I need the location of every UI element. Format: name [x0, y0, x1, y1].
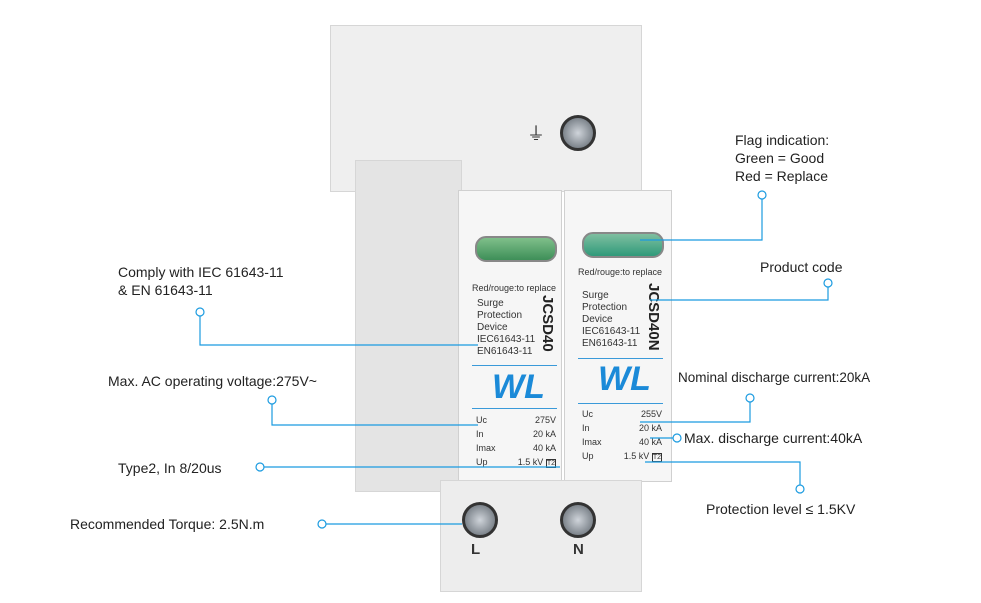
replace-text-right: Red/rouge:to replace [578, 267, 663, 277]
leader-dot [267, 395, 277, 405]
terminal-label-l: L [471, 541, 481, 558]
in-label: In [582, 423, 590, 433]
imax-label: Imax [582, 437, 602, 447]
leader-max-ac [271, 404, 478, 426]
leader-comply [199, 316, 478, 346]
in-label: In [476, 429, 484, 439]
product-code-note: Product code [760, 259, 843, 275]
leader-dot [795, 484, 805, 494]
flag-line: Green = Good [735, 150, 825, 166]
max-ac-note: Max. AC operating voltage:275V~ [108, 373, 317, 389]
comply-line: & EN 61643-11 [118, 282, 213, 298]
logo-left: WL [492, 368, 545, 406]
uc-value: 255V [640, 409, 662, 419]
flag-window-left [475, 236, 557, 262]
uc-value: 275V [534, 415, 556, 425]
comply-line: Comply with IEC 61643-11 [118, 264, 284, 280]
logo-right: WL [598, 360, 651, 398]
type-badge: T2 [651, 453, 662, 462]
replace-text-left: Red/rouge:to replace [472, 283, 557, 293]
leader-dot [757, 190, 767, 200]
device-side [355, 160, 462, 492]
uc-label: Uc [476, 415, 487, 425]
type-badge: T2 [545, 459, 556, 468]
protection-note: Protection level ≤ 1.5KV [706, 501, 856, 517]
divider [472, 365, 557, 366]
desc-line: Device [582, 314, 613, 325]
flag-line: Red = Replace [735, 168, 829, 184]
leader-protection [645, 461, 801, 485]
leader-flag [640, 199, 763, 241]
leader-product-code [650, 287, 829, 301]
nominal-note: Nominal discharge current:20kA [678, 370, 871, 385]
up-value: 1.5 kV [623, 451, 650, 461]
max-discharge-note: Max. discharge current:40kA [684, 430, 863, 446]
flag-window-right [582, 232, 664, 258]
leader-dot [317, 519, 327, 529]
desc-line: Surge [477, 298, 504, 309]
imax-value: 40 kA [638, 437, 662, 447]
desc-line: EN61643-11 [582, 338, 638, 349]
imax-value: 40 kA [532, 443, 556, 453]
divider [578, 403, 663, 404]
ratings-right: Uc 255V In 20 kA Imax 40 kA Up 1.5 kV T2 [582, 407, 662, 465]
desc-line: Protection [582, 302, 628, 313]
divider [578, 358, 663, 359]
screw-left[interactable] [462, 502, 498, 538]
desc-left: Surge Protection Device IEC61643-11 EN61… [477, 298, 535, 358]
in-value: 20 kA [638, 423, 662, 433]
imax-label: Imax [476, 443, 496, 453]
flag-line: Flag indication: [735, 132, 830, 148]
terminal-label-n: N [573, 541, 584, 558]
leader-dot [195, 307, 205, 317]
ratings-left: Uc 275V In 20 kA Imax 40 kA Up 1.5 kV T2 [476, 413, 556, 471]
comply-note: Comply with IEC 61643-11 & EN 61643-11 [118, 263, 283, 299]
screw-top[interactable] [560, 115, 596, 151]
screw-right[interactable] [560, 502, 596, 538]
divider [472, 408, 557, 409]
leader-dot [745, 393, 755, 403]
up-value: 1.5 kV [517, 457, 544, 467]
desc-line: Device [477, 322, 508, 333]
leader-nominal [640, 402, 751, 423]
desc-line: Surge [582, 290, 609, 301]
desc-line: IEC61643-11 [582, 326, 641, 337]
up-label: Up [476, 457, 488, 467]
torque-note: Recommended Torque: 2.5N.m [70, 516, 265, 532]
desc-right: Surge Protection Device IEC61643-11 EN61… [582, 290, 640, 350]
in-value: 20 kA [532, 429, 556, 439]
desc-line: Protection [477, 310, 523, 321]
desc-line: IEC61643-11 [477, 334, 536, 345]
up-label: Up [582, 451, 594, 461]
leader-dot [672, 433, 682, 443]
desc-line: EN61643-11 [477, 346, 533, 357]
uc-label: Uc [582, 409, 593, 419]
flag-indication-note: Flag indication: Green = Good Red = Repl… [735, 131, 829, 185]
ground-symbol: ⏚ [527, 124, 545, 144]
leader-dot [255, 462, 265, 472]
leader-dot [823, 278, 833, 288]
type2-note: Type2, In 8/20us [118, 460, 222, 476]
